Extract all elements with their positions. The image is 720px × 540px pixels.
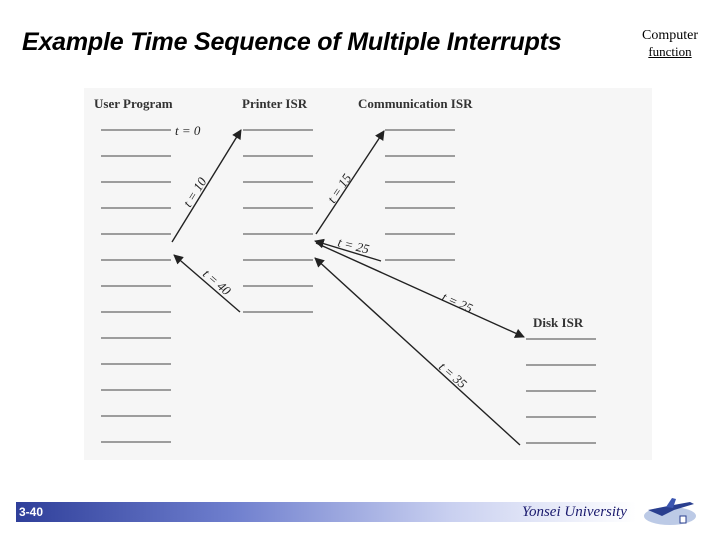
communication-isr-instructions [385, 129, 455, 261]
university-name: Yonsei University [522, 504, 627, 520]
corner-label-line2: function [648, 44, 692, 59]
arrow-communication-to-printer [314, 238, 382, 262]
corner-label-line1: Computer [642, 28, 698, 43]
arrow-printer-to-communication [315, 130, 385, 235]
footer-bar [16, 502, 636, 522]
printer-isr-instructions [243, 129, 313, 313]
user-program-instructions [101, 129, 171, 443]
column-header-communication-isr: Communication ISR [358, 96, 473, 111]
time-label-t0: t = 0 [175, 123, 201, 138]
column-header-printer-isr: Printer ISR [242, 96, 308, 111]
arrow-disk-to-printer [314, 257, 521, 446]
disk-isr-instructions [526, 338, 596, 444]
arrow-printer-to-user [173, 254, 241, 313]
arrow-user-to-printer [171, 129, 242, 243]
page-number: 3-40 [19, 505, 44, 519]
diagram-background [84, 88, 652, 460]
arrow-printer-to-disk [315, 242, 525, 338]
column-header-user-program: User Program [94, 96, 173, 111]
corner-label: Computer function [642, 28, 698, 60]
column-header-disk-isr: Disk ISR [533, 315, 584, 330]
slide-title: Example Time Sequence of Multiple Interr… [22, 28, 562, 56]
university-logo-icon [644, 498, 696, 525]
